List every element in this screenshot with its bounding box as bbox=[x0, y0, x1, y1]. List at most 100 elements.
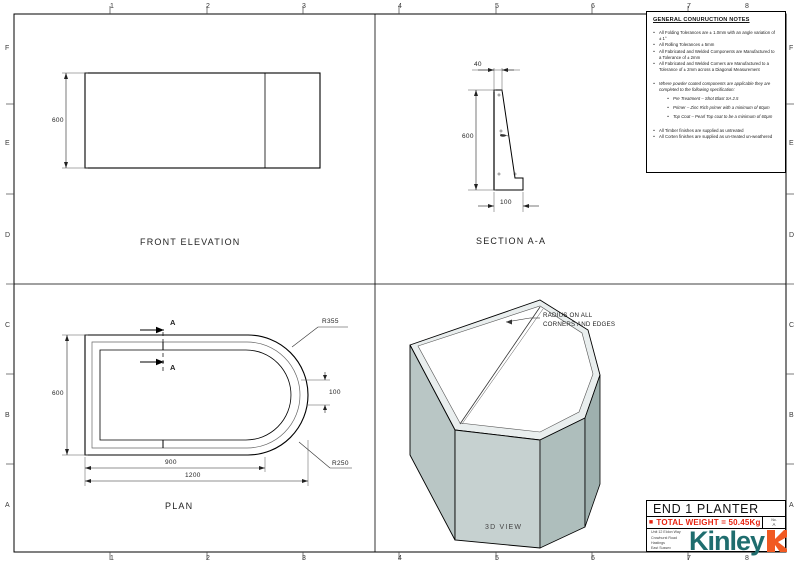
dim-plan-radius-inner: R250 bbox=[332, 460, 349, 467]
frame-col-b8: 8 bbox=[745, 555, 750, 562]
note-spacer bbox=[652, 74, 778, 81]
dim-plan-inner-length: 900 bbox=[165, 459, 177, 466]
note-item: • All Fabricated and Welded Components a… bbox=[652, 49, 778, 61]
title-block-weight-row: ■ TOTAL WEIGHT = 50.45Kg No. A bbox=[647, 517, 785, 529]
frame-col-6: 6 bbox=[591, 3, 596, 10]
note-bullet: • bbox=[667, 114, 669, 120]
note-subitem: • Top Coat – Pearl Top coat to be a mini… bbox=[666, 114, 778, 120]
frame-col-b4: 4 bbox=[398, 555, 403, 562]
drawing-title: END 1 PLANTER bbox=[653, 501, 759, 516]
note-text: All Rolling Tolerances ± 5mm bbox=[659, 42, 715, 48]
note-text: All Fabricated and Welded Corners are Ma… bbox=[659, 61, 770, 73]
note-bullet: • bbox=[667, 95, 669, 101]
address-line-4: East Sussex bbox=[651, 546, 671, 551]
kinley-logo: Kinley bbox=[689, 526, 788, 557]
section-mark-a-top: A bbox=[170, 318, 176, 327]
note-text: All Timber finishes are supplied as untr… bbox=[659, 127, 744, 133]
dim-plan-overall-length: 1200 bbox=[185, 472, 201, 479]
company-name: Kinley bbox=[689, 525, 765, 556]
note-subitem: • Primer – Zinc Rich primer with a minim… bbox=[666, 105, 778, 111]
frame-col-1: 1 bbox=[110, 3, 115, 10]
view-title-plan: PLAN bbox=[165, 501, 194, 511]
note-bullet: • bbox=[653, 133, 655, 139]
dim-plan-depth: 600 bbox=[52, 390, 64, 397]
frame-col-7: 7 bbox=[687, 3, 692, 10]
address-line-2: Crowhurst Road bbox=[651, 535, 677, 540]
dim-plan-wall-thickness: 100 bbox=[329, 389, 341, 396]
frame-row-ra: A bbox=[789, 502, 795, 509]
frame-col-5: 5 bbox=[495, 3, 500, 10]
general-notes-panel: GENERAL CONURUCTION NOTES • All Folding … bbox=[646, 11, 786, 173]
frame-col-4: 4 bbox=[398, 3, 403, 10]
annotation-radius-3d-line1: RADIUS ON ALL bbox=[543, 312, 593, 319]
note-subitem: • Pre Treatment – Shot Blast SA 2.5 bbox=[666, 96, 778, 102]
note-bullet: • bbox=[653, 61, 655, 67]
title-block-brand-row: Unit 12 Eldon Way Crowhurst Road Hasting… bbox=[647, 526, 788, 556]
note-text: Pre Treatment – Shot Blast SA 2.5 bbox=[673, 95, 739, 101]
frame-col-b6: 6 bbox=[591, 555, 596, 562]
note-bullet bbox=[652, 121, 656, 128]
note-bullet: • bbox=[653, 127, 655, 133]
frame-row-rd: D bbox=[789, 232, 795, 239]
note-spacer bbox=[652, 121, 778, 128]
frame-col-3: 3 bbox=[302, 3, 307, 10]
dim-section-top-width: 40 bbox=[474, 61, 482, 68]
title-block-title-row: END 1 PLANTER bbox=[647, 501, 785, 517]
note-text: All Fabricated and Welded Components are… bbox=[659, 48, 775, 60]
note-text: Where powder coated components are appli… bbox=[659, 80, 771, 92]
frame-col-2: 2 bbox=[206, 3, 211, 10]
note-item: • All Timber finishes are supplied as un… bbox=[652, 128, 778, 134]
note-text: All Corten finishes are supplied as un-t… bbox=[659, 133, 773, 139]
frame-row-e: E bbox=[5, 140, 11, 147]
dim-front-elevation-height: 600 bbox=[52, 117, 64, 124]
view-title-section-aa: SECTION A-A bbox=[476, 236, 547, 246]
revision-label: No. bbox=[771, 518, 777, 522]
dim-section-height: 600 bbox=[462, 133, 474, 140]
frame-col-b1: 1 bbox=[110, 555, 115, 562]
general-notes-title: GENERAL CONURUCTION NOTES bbox=[653, 17, 750, 23]
revision-dot-icon: ■ bbox=[648, 519, 654, 526]
frame-row-f: F bbox=[5, 45, 10, 52]
view-title-front-elevation: FRONT ELEVATION bbox=[140, 237, 241, 247]
frame-row-a: A bbox=[5, 502, 11, 509]
dim-section-base-width: 100 bbox=[500, 199, 512, 206]
view-title-3d: 3D VIEW bbox=[485, 524, 523, 531]
section-mark-a-bottom: A bbox=[170, 363, 176, 372]
note-text: All Folding Tolerances are ± 1.0mm with … bbox=[659, 30, 775, 42]
frame-row-c: C bbox=[5, 322, 11, 329]
frame-col-b7: 7 bbox=[687, 555, 692, 562]
note-item: • All Rolling Tolerances ± 5mm bbox=[652, 42, 778, 48]
frame-col-8: 8 bbox=[745, 3, 750, 10]
frame-row-re: E bbox=[789, 140, 795, 147]
general-notes-list: • All Folding Tolerances are ± 1.0mm wit… bbox=[652, 30, 780, 140]
total-weight-label: TOTAL WEIGHT = 50.45Kg bbox=[656, 518, 761, 527]
address-line-1: Unit 12 Eldon Way bbox=[651, 530, 681, 535]
note-item: • All Fabricated and Welded Corners are … bbox=[652, 61, 778, 73]
frame-row-d: D bbox=[5, 232, 11, 239]
frame-col-b5: 5 bbox=[495, 555, 500, 562]
note-text: Top Coat – Pearl Top coat to be a minimu… bbox=[673, 114, 773, 120]
note-item: • All Corten finishes are supplied as un… bbox=[652, 134, 778, 140]
note-bullet bbox=[652, 74, 656, 81]
annotation-radius-3d-line2: CORNERS AND EDGES bbox=[543, 321, 616, 328]
note-bullet: • bbox=[653, 30, 655, 35]
note-bullet: • bbox=[653, 48, 655, 54]
company-address: Unit 12 Eldon Way Crowhurst Road Hasting… bbox=[651, 530, 689, 552]
title-block: END 1 PLANTER ■ TOTAL WEIGHT = 50.45Kg N… bbox=[646, 500, 788, 556]
frame-col-b2: 2 bbox=[206, 555, 211, 562]
note-item: • All Folding Tolerances are ± 1.0mm wit… bbox=[652, 30, 778, 42]
note-bullet: • bbox=[653, 80, 655, 86]
frame-row-b: B bbox=[5, 412, 11, 419]
frame-row-rc: C bbox=[789, 322, 795, 329]
note-bullet: • bbox=[653, 42, 655, 48]
note-bullet: • bbox=[667, 105, 669, 111]
frame-row-rf: F bbox=[789, 45, 794, 52]
kinley-k-icon bbox=[767, 530, 788, 552]
frame-row-rb: B bbox=[789, 412, 795, 419]
frame-col-b3: 3 bbox=[302, 555, 307, 562]
dim-plan-radius-outer: R355 bbox=[322, 318, 339, 325]
address-line-3: Hastings bbox=[651, 541, 665, 545]
note-item: • Where powder coated components are app… bbox=[652, 81, 778, 93]
